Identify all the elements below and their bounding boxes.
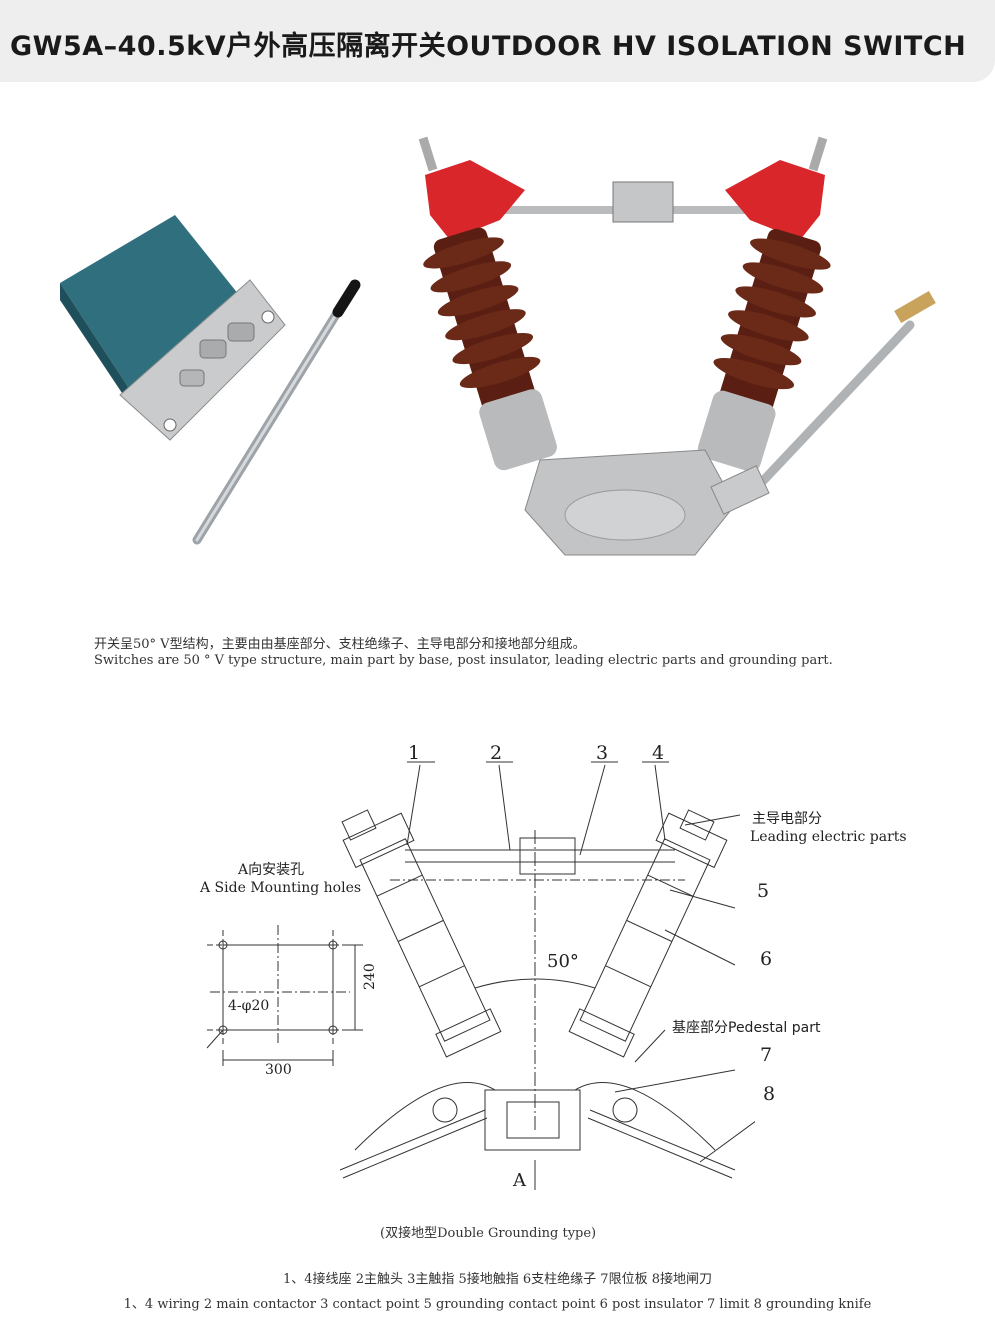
- leading-label-en: Leading electric parts: [750, 829, 907, 845]
- legend-en: 1、4 wiring 2 main contactor 3 contact po…: [123, 1297, 872, 1312]
- mounting-hole-diagram: [206, 925, 363, 1066]
- mounting-label-en: A Side Mounting holes: [200, 880, 362, 896]
- technical-drawing: [206, 761, 755, 1190]
- pedestal-label: 基座部分Pedestal part: [672, 1020, 821, 1036]
- dimension-height: 240: [362, 963, 378, 990]
- callout-1: 1: [408, 742, 421, 764]
- angle-label: 50°: [547, 951, 579, 972]
- caption-cn: 开关呈50° V型结构，主要由由基座部分、支柱绝缘子、主导电部分和接地部分组成。: [94, 637, 586, 652]
- dimension-width: 300: [265, 1062, 292, 1078]
- callout-2: 2: [490, 742, 503, 764]
- page-title: GW5A–40.5kV户外高压隔离开关OUTDOOR HV ISOLATION …: [10, 31, 967, 62]
- callout-3: 3: [596, 742, 609, 764]
- leading-label-cn: 主导电部分: [752, 811, 822, 827]
- caption-en: Switches are 50 ° V type structure, main…: [94, 653, 833, 668]
- hole-label: 4-φ20: [228, 998, 270, 1014]
- callout-4: 4: [652, 742, 665, 764]
- type-label: (双接地型Double Grounding type): [380, 1226, 597, 1241]
- callout-5: 5: [757, 880, 770, 902]
- view-a-label: A: [513, 1170, 526, 1191]
- title-bar: GW5A–40.5kV户外高压隔离开关OUTDOOR HV ISOLATION …: [0, 0, 995, 82]
- callout-7: 7: [760, 1044, 773, 1066]
- switch-photo: [418, 136, 936, 556]
- legend-cn: 1、4接线座 2主触头 3主触指 5接地触指 6支柱绝缘子 7限位板 8接地闸刀: [283, 1272, 712, 1287]
- mounting-label-cn: A向安装孔: [238, 862, 305, 878]
- callout-8: 8: [763, 1083, 776, 1105]
- mechanism-photo: [60, 215, 361, 545]
- callout-6: 6: [760, 948, 773, 970]
